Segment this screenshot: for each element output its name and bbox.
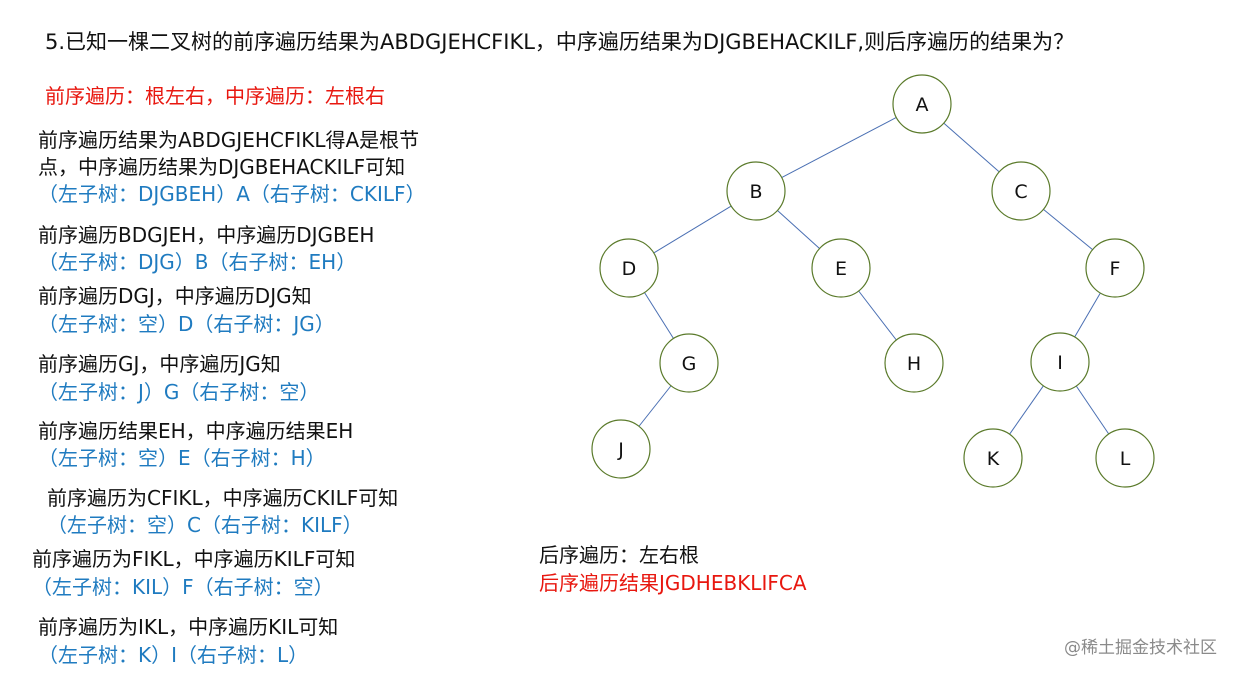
tree-node-label: I [1057,352,1063,374]
tree-edge-g-j [638,385,672,427]
tree-node-circle [599,238,659,298]
tree-node-label: K [987,448,1000,470]
tree-edge-c-f [1043,208,1093,251]
tree-edge-b-e [777,210,820,249]
watermark: @稀土掘金技术社区 [1064,638,1217,658]
tree-node-label: H [907,353,921,375]
tree-node-f: F [1085,238,1145,298]
step-3-split: （左子树：空）D（右子树：JG） [38,312,335,336]
tree-node-circle [659,333,719,393]
tree-node-h: H [884,333,944,393]
tree-node-label: B [749,181,762,203]
tree-edge-i-k [1009,385,1044,435]
step-4-split: （左子树：J）G（右子树：空） [38,380,320,404]
postorder-result: 后序遍历结果JGDHEBKLIFCA [539,571,807,595]
tree-node-label: A [916,94,929,116]
tree-edge-e-h [858,290,897,341]
tree-node-circle [811,238,871,298]
step-7-split: （左子树：KIL）F（右子树：空） [32,575,334,599]
tree-node-k: K [963,428,1023,488]
tree-node-label: D [622,258,637,280]
postorder-rule: 后序遍历：左右根 [539,543,699,567]
tree-edge-d-g [644,292,674,339]
question-text: 5.已知一棵二叉树的前序遍历结果为ABDGJEHCFIKL，中序遍历结果为DJG… [45,30,1075,54]
step-5-split: （左子树：空）E（右子树：H） [38,446,326,470]
tree-node-circle [884,333,944,393]
tree-node-circle [1030,332,1090,392]
step-2-split: （左子树：DJG）B（右子树：EH） [38,250,357,274]
tree-edge-i-l [1075,385,1110,435]
tree-node-label: E [835,258,847,280]
step-5-line-1: 前序遍历结果EH，中序遍历结果EH [38,419,354,443]
step-6-split: （左子树：空）C（右子树：KILF） [47,513,363,537]
tree-node-a: A [892,74,952,134]
tree-node-circle [892,74,952,134]
tree-node-label: F [1110,258,1121,280]
tree-node-circle [991,161,1051,221]
traversal-rule: 前序遍历：根左右，中序遍历：左根右 [45,84,385,108]
tree-edge-a-b [781,117,897,178]
step-1-split: （左子树：DJGBEH）A（右子树：CKILF） [38,182,426,206]
tree-node-d: D [599,238,659,298]
tree-node-c: C [991,161,1051,221]
tree-node-circle [726,161,786,221]
tree-edge-a-c [943,122,1000,173]
tree-node-label: J [617,439,624,461]
tree-edge-f-i [1074,292,1101,338]
tree-node-e: E [811,238,871,298]
step-8-split: （左子树：K）I（右子树：L） [38,643,309,667]
tree-edge-b-d [653,205,732,254]
tree-node-j: J [591,419,651,479]
tree-node-circle [1085,238,1145,298]
tree-node-label: C [1014,181,1027,203]
tree-node-label: G [682,353,697,375]
step-4-line-1: 前序遍历GJ，中序遍历JG知 [38,352,281,376]
step-6-line-1: 前序遍历为CFIKL，中序遍历CKILF可知 [47,486,399,510]
tree-node-circle [1095,428,1155,488]
tree-node-l: L [1095,428,1155,488]
tree-node-b: B [726,161,786,221]
step-1-line-1: 前序遍历结果为ABDGJEHCFIKL得A是根节 [38,128,420,152]
step-7-line-1: 前序遍历为FIKL，中序遍历KILF可知 [32,547,356,571]
tree-node-circle [591,419,651,479]
step-2-line-1: 前序遍历BDGJEH，中序遍历DJGBEH [38,223,375,247]
tree-node-label: L [1120,448,1131,470]
step-8-line-1: 前序遍历为IKL，中序遍历KIL可知 [38,615,339,639]
tree-node-g: G [659,333,719,393]
step-1-line-2: 点，中序遍历结果为DJGBEHACKILF可知 [38,155,406,179]
tree-node-circle [963,428,1023,488]
tree-node-i: I [1030,332,1090,392]
step-3-line-1: 前序遍历DGJ，中序遍历DJG知 [38,284,312,308]
